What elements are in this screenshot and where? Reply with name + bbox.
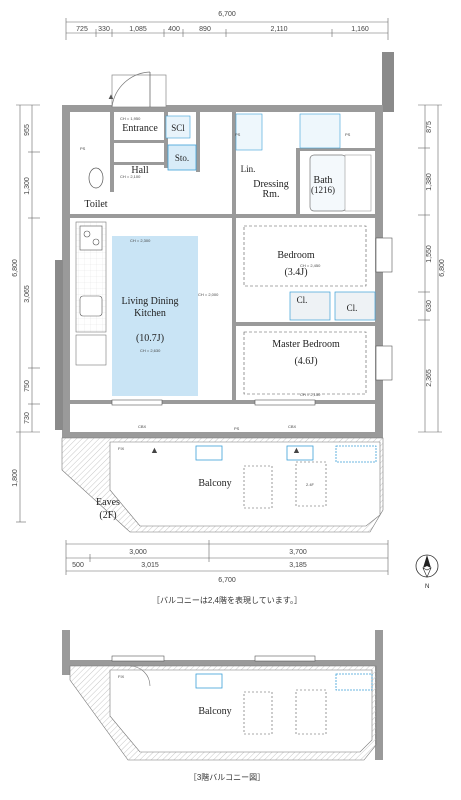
ch-note-master: CH = 2,150 bbox=[300, 392, 321, 397]
ps-label-3: PS bbox=[345, 132, 351, 137]
cbx-label-1: CBX bbox=[138, 424, 147, 429]
ch-note-entrance: CH = 1,950 bbox=[120, 116, 141, 121]
left-dimension-line bbox=[16, 104, 40, 523]
balcony-area bbox=[61, 437, 384, 533]
bottom-dim-1: 3,000 bbox=[129, 549, 147, 556]
bedroom-outline bbox=[243, 225, 367, 287]
interior-walls bbox=[70, 112, 376, 404]
top-dim-1: 725 bbox=[76, 26, 88, 33]
linen-label: Lin. bbox=[241, 164, 256, 174]
toilet-fixture bbox=[88, 167, 104, 189]
top-dimension-line bbox=[65, 18, 389, 40]
ldk-highlight bbox=[112, 236, 198, 396]
closet-2-box bbox=[334, 291, 376, 321]
toilet-label: Toilet bbox=[84, 199, 107, 210]
right-dim-1: 875 bbox=[426, 121, 433, 133]
ps-label-1: PS bbox=[80, 146, 86, 151]
bath-label: Bath bbox=[314, 175, 333, 186]
bottom-total-dimension: 6,700 bbox=[218, 577, 236, 584]
ch-note-ldk-bottom: CH = 2,630 bbox=[140, 348, 161, 353]
storage-room bbox=[167, 144, 197, 171]
shoe-closet bbox=[165, 115, 191, 139]
dressing-label-2: Rm. bbox=[263, 189, 280, 200]
third-floor-balcony-plan bbox=[62, 630, 383, 761]
ldk-size: (10.7J) bbox=[136, 333, 164, 344]
right-total-dimension: 6,800 bbox=[439, 259, 446, 277]
master-bedroom-label: Master Bedroom bbox=[272, 339, 340, 350]
bedroom-size: (3.4J) bbox=[284, 267, 307, 278]
bottom-dim-4: 3,015 bbox=[141, 562, 159, 569]
eaves-label-2: (2F) bbox=[99, 510, 116, 521]
right-dimension-line bbox=[418, 104, 442, 433]
door-swing-icon: ▲ bbox=[107, 92, 115, 101]
cbx-label-2: CBX bbox=[288, 424, 297, 429]
top-dim-4: 400 bbox=[168, 26, 180, 33]
washroom-fixture bbox=[235, 113, 263, 151]
right-dim-2: 1,380 bbox=[426, 173, 433, 191]
balcony-label: Balcony bbox=[198, 478, 231, 489]
shoe-closet-label: SCl bbox=[171, 123, 185, 133]
closet-label-2: Cl. bbox=[347, 303, 358, 313]
cooktop bbox=[79, 225, 103, 251]
hall-label: Hall bbox=[131, 165, 148, 176]
north-arrow-icon: N bbox=[415, 554, 439, 590]
top-dim-5: 890 bbox=[199, 26, 211, 33]
ps-label-4: PS bbox=[234, 426, 240, 431]
top-dim-2: 330 bbox=[98, 26, 110, 33]
balcony-door-icon: ▲ bbox=[150, 445, 159, 455]
bedroom-label: Bedroom bbox=[277, 250, 314, 261]
fix-label: FIX bbox=[118, 446, 125, 451]
left-balcony-dimension: 1,800 bbox=[12, 469, 19, 487]
ch-note-bedroom: CH = 2,450 bbox=[300, 263, 321, 268]
third-floor-note: ［3階バルコニー図］ bbox=[189, 772, 265, 782]
ldk-label-2: Kitchen bbox=[134, 308, 166, 319]
storage-label: Sto. bbox=[175, 153, 189, 163]
ch-note-ldk-top: CH = 2,300 bbox=[130, 238, 151, 243]
master-bedroom-outline bbox=[243, 331, 367, 395]
kitchen-sink bbox=[79, 295, 103, 317]
left-total-dimension: 6,800 bbox=[12, 259, 19, 277]
top-total-dimension: 6,700 bbox=[218, 11, 236, 18]
right-dim-4: 630 bbox=[426, 300, 433, 312]
third-floor-balcony-label: Balcony bbox=[198, 706, 231, 717]
left-dim-3: 3,065 bbox=[24, 285, 31, 303]
burner-icon bbox=[92, 238, 100, 246]
bath-partition bbox=[344, 154, 372, 212]
bottom-dim-3: 500 bbox=[72, 562, 84, 569]
kitchen-cabinet bbox=[75, 334, 107, 366]
dressing-label-1: Dressing bbox=[253, 179, 289, 190]
entrance-door bbox=[111, 71, 167, 108]
left-dim-2: 1,300 bbox=[24, 177, 31, 195]
bath-size: (1216) bbox=[311, 185, 335, 195]
ac-label: 2.4F bbox=[306, 482, 315, 487]
entrance-label: Entrance bbox=[122, 123, 158, 134]
ch-note-ldk-mid: CH = 2,000 bbox=[198, 292, 219, 297]
right-dim-3: 1,550 bbox=[426, 245, 433, 263]
bottom-dim-5: 3,185 bbox=[289, 562, 307, 569]
left-dim-5: 730 bbox=[24, 412, 31, 424]
top-dim-7: 1,160 bbox=[351, 26, 369, 33]
svg-text:N: N bbox=[425, 584, 429, 590]
ch-note-hall: CH = 2,100 bbox=[120, 174, 141, 179]
third-floor-fix-label: FIX bbox=[118, 674, 125, 679]
closet-1-box bbox=[289, 291, 331, 321]
burner-icon bbox=[83, 230, 91, 238]
master-bedroom-size: (4.6J) bbox=[294, 356, 317, 367]
bottom-dimension-line bbox=[65, 540, 389, 575]
eaves-label-1: Eaves bbox=[96, 497, 120, 508]
closet-label-1: Cl. bbox=[297, 295, 308, 305]
top-dim-6: 2,110 bbox=[271, 26, 288, 33]
bottom-dim-2: 3,700 bbox=[289, 549, 307, 556]
ps-label-2: PS bbox=[235, 132, 241, 137]
ldk-label-1: Living Dining bbox=[122, 296, 179, 307]
left-dim-1: 955 bbox=[24, 124, 31, 136]
top-dim-3: 1,085 bbox=[129, 26, 147, 33]
left-dim-4: 750 bbox=[24, 380, 31, 392]
balcony-door-icon: ▲ bbox=[292, 445, 301, 455]
right-dim-5: 2,365 bbox=[426, 369, 433, 387]
window-sashes bbox=[111, 237, 393, 406]
balcony-note: ［バルコニーは2,4階を表現しています。］ bbox=[152, 595, 302, 605]
washbasin-fixture bbox=[299, 113, 341, 149]
